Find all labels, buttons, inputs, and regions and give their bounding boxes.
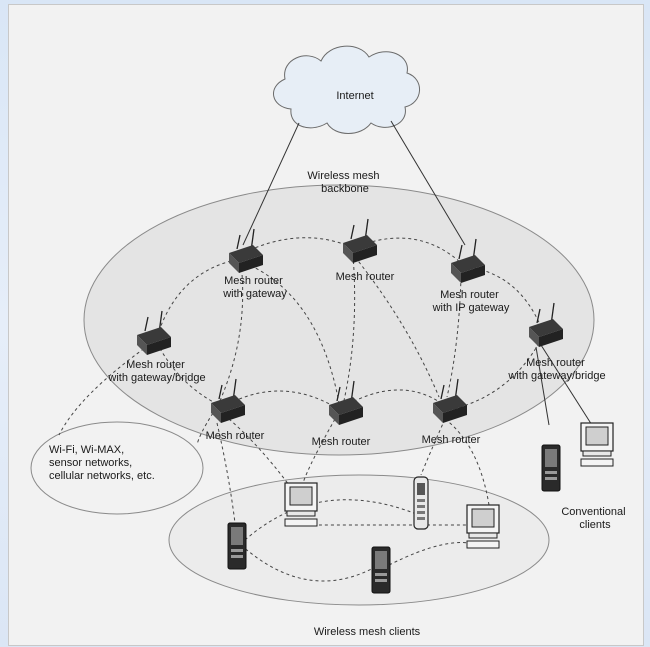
wireless-link — [218, 262, 244, 404]
wireless-link — [156, 342, 220, 406]
mesh-router-icon — [433, 378, 467, 423]
router-label: Mesh router with gateway — [222, 275, 287, 300]
desktop-computer-icon — [580, 422, 614, 467]
clients-label: Wireless mesh clients — [314, 626, 421, 638]
router-label: Mesh router — [312, 436, 371, 448]
wireless-link — [468, 266, 542, 328]
conventional-clients-label: Conventional clients — [561, 506, 628, 531]
other-networks-region — [30, 421, 204, 515]
wireless-mesh-network-diagram: Internet Wireless mesh backbone — [30, 45, 628, 638]
router-label: Mesh router with IP gateway — [432, 289, 510, 314]
wireless-link — [444, 418, 490, 506]
wireless-link — [342, 254, 356, 406]
pda-icon — [371, 546, 391, 594]
wireless-link — [216, 422, 236, 524]
mesh-router-icon — [329, 380, 363, 425]
mesh-router-icon — [137, 310, 171, 355]
desktop-computer-icon — [284, 482, 318, 527]
router-label: Mesh router — [206, 430, 265, 442]
pda-icon — [227, 522, 247, 570]
router-label: Mesh router — [422, 434, 481, 446]
backbone-label: Wireless mesh backbone — [307, 170, 382, 195]
mesh-router-icon — [343, 218, 377, 263]
wired-link — [535, 346, 550, 426]
desktop-computer-icon — [466, 504, 500, 549]
internet-link — [242, 122, 300, 246]
other-networks-label: Wi-Fi, Wi-MAX, sensor networks, cellular… — [49, 444, 155, 482]
internet-cloud — [273, 45, 420, 134]
wireless-link — [58, 344, 150, 436]
internet-label: Internet — [336, 90, 373, 102]
mesh-router-icon — [451, 238, 485, 283]
wireless-link — [244, 499, 420, 541]
mesh-router-icon — [211, 378, 245, 423]
wireless-link — [240, 544, 380, 582]
router-label: Mesh router with gateway/bridge — [107, 359, 205, 384]
wireless-link — [452, 342, 540, 410]
backbone-region — [83, 184, 595, 456]
wireless-link — [158, 260, 232, 332]
diagram-panel: Internet Wireless mesh backbone — [8, 4, 644, 646]
mesh-router-icon — [229, 228, 263, 273]
router-label: Mesh router — [336, 271, 395, 283]
wireless-link — [244, 262, 340, 404]
clients-region — [168, 474, 550, 606]
pda-icon — [541, 444, 561, 492]
router-label: Mesh router with gateway/bridge — [507, 357, 605, 382]
mobile-phone-icon — [413, 476, 429, 530]
internet-link — [390, 120, 466, 246]
wireless-link — [302, 418, 336, 484]
wireless-link — [228, 418, 290, 486]
mesh-router-icon — [529, 302, 563, 347]
wireless-link — [446, 276, 462, 398]
wireless-link — [354, 256, 440, 398]
wireless-link — [420, 418, 446, 476]
wired-link — [540, 344, 598, 434]
